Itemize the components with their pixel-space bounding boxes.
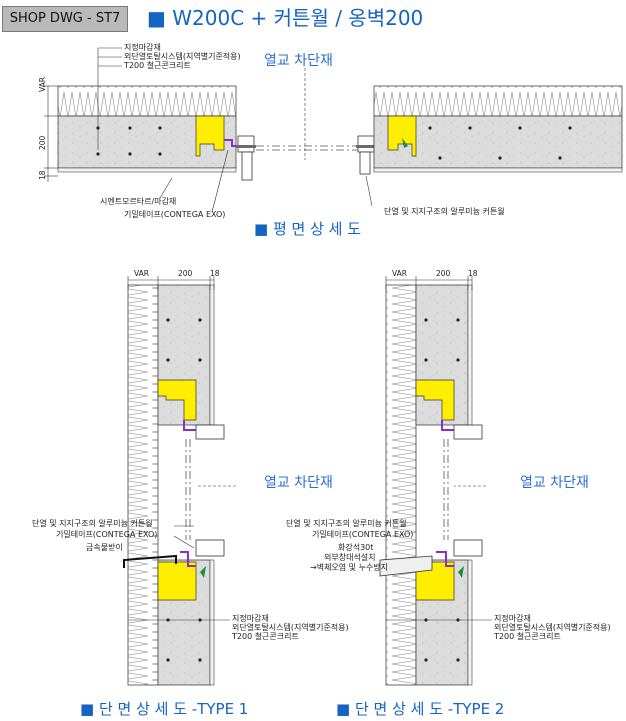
- type2-note-stain-prevention: →벽체오염 및 누수방지: [310, 563, 389, 572]
- plan-note-insulation-system: 외단열토탈시스템(지역별기준적용): [124, 52, 241, 61]
- plan-note-concrete: T200 철근콘크리트: [124, 61, 191, 70]
- type2-dim-200: 200: [436, 269, 451, 278]
- plan-note-airtight-tape: 기밀테이프(CONTEGA EXO): [124, 210, 226, 219]
- type1-note-metal-flashing: 금속물받이: [86, 543, 123, 552]
- plan-right-insulation: [373, 85, 623, 117]
- plan-left-insulation: [57, 85, 237, 117]
- type1-dim-var: VAR: [134, 269, 149, 278]
- type1-note-insulation-system: 외단열토탈시스템(지역별기준적용): [232, 623, 349, 632]
- sheet-tag: SHOP DWG - ST7: [2, 6, 128, 32]
- type1-dim-200: 200: [178, 269, 193, 278]
- plan-note-finish: 지정마감재: [124, 43, 161, 52]
- type2-note-finish: 지정마감재: [494, 614, 531, 623]
- type2-note-granite: 화강석30t: [338, 543, 374, 552]
- plan-note-mortar: 시멘트모르타르/마감재: [100, 197, 177, 206]
- plan-right-thermal-break: [387, 115, 417, 157]
- plan-dim-18: 18: [38, 170, 47, 180]
- type1-callout-thermal-break: 열교 차단재: [264, 475, 333, 491]
- plan-dim-var: VAR: [38, 77, 47, 92]
- type2-note-concrete: T200 철근콘크리트: [494, 632, 561, 641]
- type1-note-curtainwall: 단열 및 지지구조의 알루미늄 커튼월: [32, 519, 153, 528]
- type2-note-airtight-tape: 기밀테이프(CONTEGA EXO): [312, 530, 414, 539]
- plan-left-thermal-break: [195, 115, 225, 157]
- type1-section-title: ■ 단 면 상 세 도 -TYPE 1: [80, 700, 249, 718]
- plan-section-title: ■ 평 면 상 세 도: [254, 220, 362, 238]
- plan-left-mullion: [237, 135, 255, 153]
- type2-note-curtainwall: 단열 및 지지구조의 알루미늄 커튼월: [286, 519, 407, 528]
- type1-note-airtight-tape: 기밀테이프(CONTEGA EXO): [56, 530, 158, 539]
- plan-callout-thermal-break: 열교 차단재: [264, 53, 333, 69]
- type2-dim-var: VAR: [392, 269, 407, 278]
- type2-note-window-sill: 외부창대석설치: [324, 553, 376, 562]
- plan-right-mullion: [357, 135, 375, 153]
- plan-note-curtainwall: 단열 및 지지구조의 알루미늄 커튼월: [384, 207, 505, 216]
- type1-dim-18: 18: [210, 269, 220, 278]
- page-title: ■ W200C + 커튼월 / 옹벽200: [147, 6, 424, 30]
- type2-dim-18: 18: [468, 269, 478, 278]
- section-type2: [379, 276, 492, 686]
- plan-dim-200: 200: [38, 135, 47, 150]
- type2-note-insulation-system: 외단열토탈시스템(지역별기준적용): [494, 623, 611, 632]
- type1-note-finish: 지정마감재: [232, 614, 269, 623]
- plan-detail: [44, 47, 623, 213]
- type1-note-concrete: T200 철근콘크리트: [232, 632, 299, 641]
- type2-callout-thermal-break: 열교 차단재: [520, 475, 589, 491]
- section-type1: [123, 276, 236, 686]
- type2-section-title: ■ 단 면 상 세 도 -TYPE 2: [336, 700, 505, 718]
